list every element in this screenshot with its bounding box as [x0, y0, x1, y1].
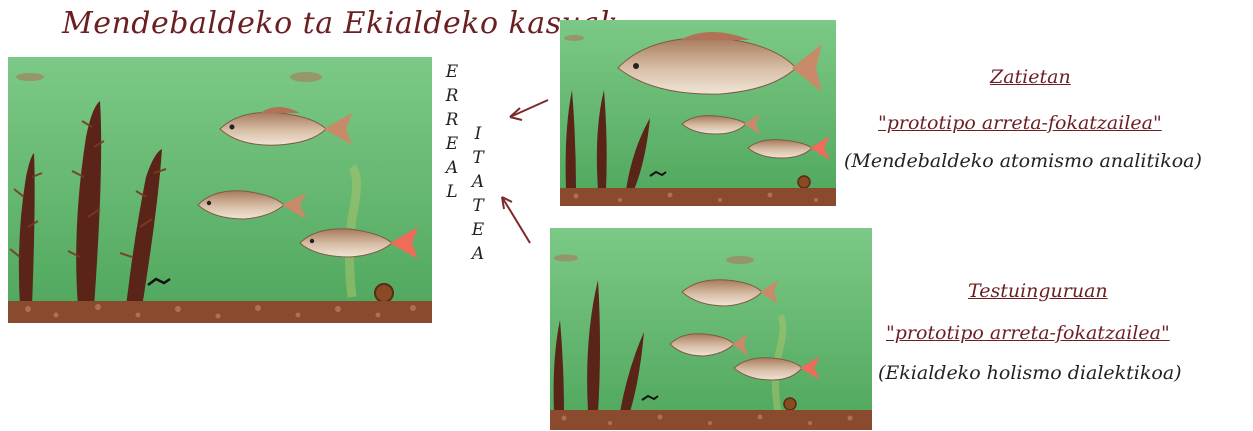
arrowhead-top-icon — [510, 108, 522, 120]
aquarium-image-bottom — [550, 228, 872, 430]
aquarium-image-main — [8, 57, 432, 323]
vertical-letter: E — [440, 132, 464, 156]
vertical-word-erreal: E R R E A L — [440, 60, 464, 204]
vertical-letter: E — [466, 218, 490, 242]
vertical-letter: R — [440, 108, 464, 132]
aquarium-scene-top — [560, 20, 836, 206]
arrowhead-bottom-icon — [502, 197, 512, 209]
vertical-letter: A — [440, 156, 464, 180]
bottom-block-description: (Ekialdeko holismo dialektikoa) — [878, 362, 1182, 384]
vertical-letter: A — [466, 242, 490, 266]
top-block-subtitle: "prototipo arreta-fokatzailea" — [878, 112, 1162, 134]
top-block-description: (Mendebaldeko atomismo analitikoa) — [844, 150, 1202, 172]
vertical-letter: I — [466, 122, 490, 146]
vertical-letter: A — [466, 170, 490, 194]
vertical-letter: R — [440, 84, 464, 108]
vertical-letter: L — [440, 180, 464, 204]
top-block-title: Zatietan — [990, 66, 1071, 88]
vertical-letter: T — [466, 146, 490, 170]
aquarium-scene-bottom — [550, 228, 872, 430]
main-title: Mendebaldeko ta Ekialdeko kasuak — [62, 6, 618, 41]
vertical-letter: E — [440, 60, 464, 84]
aquarium-image-top — [560, 20, 836, 206]
vertical-word-itatea: I T A T E A — [466, 122, 490, 266]
arrow-to-top-image — [510, 100, 548, 117]
vertical-letter: T — [466, 194, 490, 218]
bottom-block-subtitle: "prototipo arreta-fokatzailea" — [886, 322, 1170, 344]
aquarium-scene-main — [8, 57, 432, 323]
bottom-block-title: Testuinguruan — [968, 280, 1108, 302]
arrow-to-bottom-image — [502, 197, 530, 243]
